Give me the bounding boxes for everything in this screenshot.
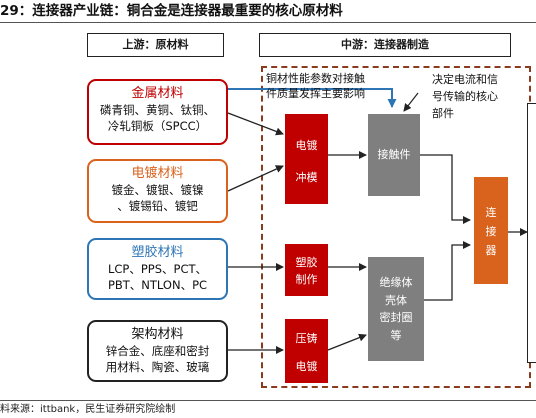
arrow-contact-to-connector	[420, 154, 471, 224]
material-plastic-line-2: PBT、NTLON、PC	[107, 278, 208, 292]
decision-note-line-3: 部件	[432, 107, 454, 120]
decision-note-line-1: 决定电流和信	[432, 73, 498, 86]
material-metal-title: 金属材料	[131, 86, 184, 101]
process-diecast-line-1: 压铸	[295, 332, 318, 345]
arrow-plating-to-plating	[227, 165, 284, 192]
process-molding-line-1: 塑胶	[295, 256, 318, 269]
source-divider	[0, 400, 536, 401]
part-insulator-line-1: 绝缘体	[379, 276, 413, 289]
decision-note: 决定电流和信 号传输的核心 部件	[432, 71, 522, 122]
figure-source: 料来源：ittbank，民生证券研究院绘制	[0, 404, 176, 415]
process-plating-label: 电镀	[295, 139, 318, 152]
copper-note-line-1: 铜材性能参数对接触	[266, 72, 365, 85]
arrow-diecast-to-insulator	[327, 333, 367, 351]
material-plastic-line-1: LCP、PPS、PCT、	[107, 262, 208, 276]
process-plating-stamping: 电镀 冲模	[285, 114, 328, 204]
material-metal: 金属材料 磷青铜、黄铜、钛铜、 冷轧铜板（SPCC）	[87, 79, 228, 145]
material-metal-line-1: 磷青铜、黄铜、钛铜、	[100, 103, 215, 117]
arrow-metal-to-plating	[227, 112, 284, 136]
part-insulator: 绝缘体 壳体 密封圈 等	[368, 257, 424, 361]
material-frame-line-2: 用材料、陶瓷、玻璃	[105, 360, 210, 374]
material-frame-line-1: 锌合金、底座和密封	[105, 344, 210, 358]
connector-char-3: 器	[485, 244, 497, 257]
upstream-header: 上游：原材料	[87, 33, 224, 57]
connector-box: 连 接 器	[474, 177, 508, 284]
part-contact: 接触件	[368, 114, 420, 196]
connector-char-2: 接	[485, 225, 497, 238]
material-plating-line-2: 、镀锡铅、镀钯	[117, 199, 198, 213]
process-stamping-label: 冲模	[295, 171, 318, 184]
midstream-header: 中游：连接器制造	[259, 33, 511, 57]
copper-note-line-2: 件质量发挥主要影响	[266, 87, 365, 100]
figure-title: 29：连接器产业链：铜合金是连接器最重要的核心原材料	[0, 3, 343, 19]
decision-note-line-2: 号传输的核心	[432, 90, 498, 103]
material-metal-line-2: 冷轧铜板（SPCC）	[107, 119, 208, 133]
material-plastic: 塑胶材料 LCP、PPS、PCT、 PBT、NTLON、PC	[87, 238, 228, 300]
process-diecast: 压铸 电镀	[285, 319, 328, 383]
arrow-insulator-to-connector	[424, 241, 471, 301]
decision-note-arrow	[403, 92, 419, 112]
part-insulator-line-2: 壳体	[385, 293, 407, 307]
material-plating-title: 电镀材料	[131, 166, 184, 181]
material-frame: 架构材料 锌合金、底座和密封 用材料、陶瓷、玻璃	[87, 320, 228, 382]
process-molding: 塑胶 制作	[285, 244, 328, 296]
title-divider	[0, 22, 536, 23]
material-plastic-title: 塑胶材料	[131, 245, 184, 260]
part-insulator-line-3: 密封圈	[379, 311, 413, 324]
copper-note: 铜材性能参数对接触 件质量发挥主要影响	[266, 71, 401, 101]
material-plating: 电镀材料 镀金、镀银、镀镍 、镀锡铅、镀钯	[87, 159, 228, 223]
connector-char-1: 连	[485, 206, 497, 219]
process-diecast-line-2: 电镀	[295, 360, 318, 373]
part-insulator-line-4: 等	[390, 328, 402, 342]
process-molding-line-2: 制作	[295, 273, 318, 286]
material-frame-title: 架构材料	[131, 327, 184, 342]
material-plating-line-1: 镀金、镀银、镀镍	[111, 183, 204, 197]
copper-influence-arrow	[226, 88, 397, 108]
